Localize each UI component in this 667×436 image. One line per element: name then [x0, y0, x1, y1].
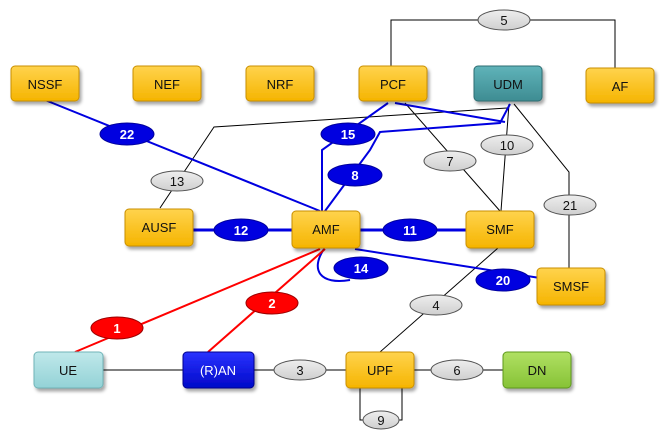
ref-5: 5 [477, 9, 531, 31]
ref-8: 8 [327, 163, 383, 187]
ref-13: 13 [150, 170, 204, 192]
ref-3: 3 [273, 359, 327, 381]
ref-5-label: 5 [500, 13, 507, 28]
ref-1: 1 [90, 316, 144, 340]
ref-14: 14 [333, 256, 389, 280]
link-pcf-udm-blue [394, 102, 506, 123]
node-smf[interactable]: SMF [465, 210, 535, 249]
node-ue[interactable]: UE [33, 351, 104, 389]
ref-7-label: 7 [446, 154, 453, 169]
ref-9-label: 9 [377, 413, 384, 428]
ref-21-label: 21 [563, 198, 577, 213]
node-udm[interactable]: UDM [473, 65, 543, 102]
ref-11-label: 11 [403, 223, 417, 238]
ref-8-label: 8 [351, 168, 358, 183]
node-dn[interactable]: DN [502, 351, 572, 389]
ref-10-label: 10 [500, 138, 514, 153]
ref-12-label: 12 [234, 223, 248, 238]
ref-20: 20 [475, 268, 531, 292]
ref-15-label: 15 [341, 127, 355, 142]
node-pcf[interactable]: PCF [358, 65, 428, 102]
node-nef-label: NEF [154, 77, 180, 92]
ref-4: 4 [409, 294, 463, 316]
ref-14-label: 14 [354, 261, 369, 276]
node-nef[interactable]: NEF [132, 65, 202, 102]
node-ausf[interactable]: AUSF [124, 208, 194, 247]
node-smsf-label: SMSF [553, 279, 589, 294]
ref-6-label: 6 [453, 363, 460, 378]
node-dn-label: DN [528, 363, 547, 378]
node-ausf-label: AUSF [142, 220, 177, 235]
ref-9: 9 [362, 410, 400, 430]
link-udm-smf [500, 103, 510, 212]
ref-20-label: 20 [496, 273, 510, 288]
ref-2: 2 [245, 291, 299, 315]
node-amf[interactable]: AMF [291, 210, 361, 249]
ref-22: 22 [99, 122, 155, 146]
link-amf-udm [324, 103, 511, 212]
link-amf-pcf [321, 102, 389, 211]
ref-3-label: 3 [296, 363, 303, 378]
node-udm-label: UDM [493, 77, 523, 92]
ref-2-label: 2 [268, 296, 275, 311]
ref-13-label: 13 [170, 174, 184, 189]
link-nssf-amf [44, 99, 321, 212]
node-smsf[interactable]: SMSF [536, 267, 606, 306]
node-ue-label: UE [59, 363, 77, 378]
node-nssf[interactable]: NSSF [10, 65, 80, 102]
ref-10: 10 [480, 134, 534, 156]
node-nssf-label: NSSF [28, 77, 63, 92]
nf-boxes: NSSF NEF NRF PCF UDM AF AUSF AMF [10, 65, 655, 389]
node-ran[interactable]: (R)AN [182, 351, 255, 389]
ref-4-label: 4 [432, 298, 439, 313]
ref-1-label: 1 [113, 321, 120, 336]
node-nrf[interactable]: NRF [245, 65, 315, 102]
reference-points: 5 7 10 13 21 4 3 6 [90, 9, 597, 430]
link-amf-self-loop [316, 248, 351, 282]
ref-15: 15 [320, 122, 376, 146]
ref-11: 11 [382, 218, 438, 242]
node-ran-label: (R)AN [200, 363, 236, 378]
node-amf-label: AMF [312, 222, 340, 237]
ref-12: 12 [213, 218, 269, 242]
node-smf-label: SMF [486, 222, 514, 237]
node-af[interactable]: AF [585, 67, 655, 104]
ref-22-label: 22 [120, 127, 134, 142]
node-upf-label: UPF [367, 363, 393, 378]
node-pcf-label: PCF [380, 77, 406, 92]
node-af-label: AF [612, 79, 629, 94]
link-udm-smsf [513, 103, 570, 268]
node-nrf-label: NRF [267, 77, 294, 92]
ref-6: 6 [430, 359, 484, 381]
node-upf[interactable]: UPF [345, 351, 415, 389]
ref-21: 21 [543, 194, 597, 216]
ref-7: 7 [423, 150, 477, 172]
